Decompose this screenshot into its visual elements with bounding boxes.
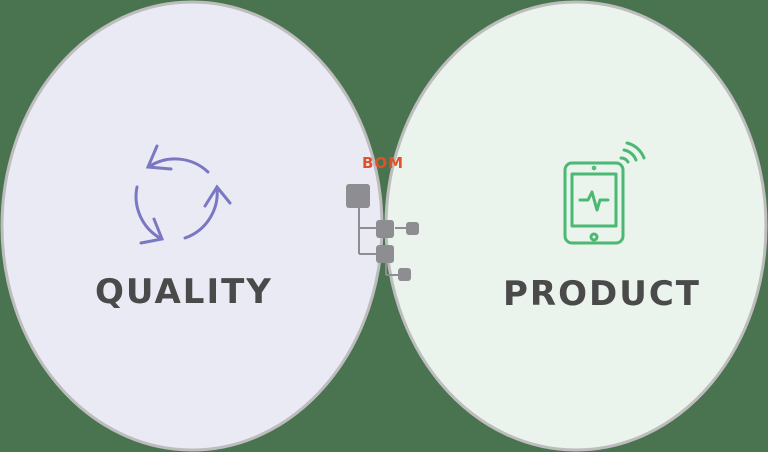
quality-label: QUALITY [95, 272, 273, 312]
product-label: PRODUCT [503, 274, 701, 314]
tablet-heartbeat-wireless-icon [563, 141, 646, 245]
bom-label: BOM [362, 154, 405, 172]
hierarchy-tree-icon [346, 184, 419, 281]
cycle-arrows-icon [134, 144, 232, 245]
quality-circle [2, 2, 382, 450]
